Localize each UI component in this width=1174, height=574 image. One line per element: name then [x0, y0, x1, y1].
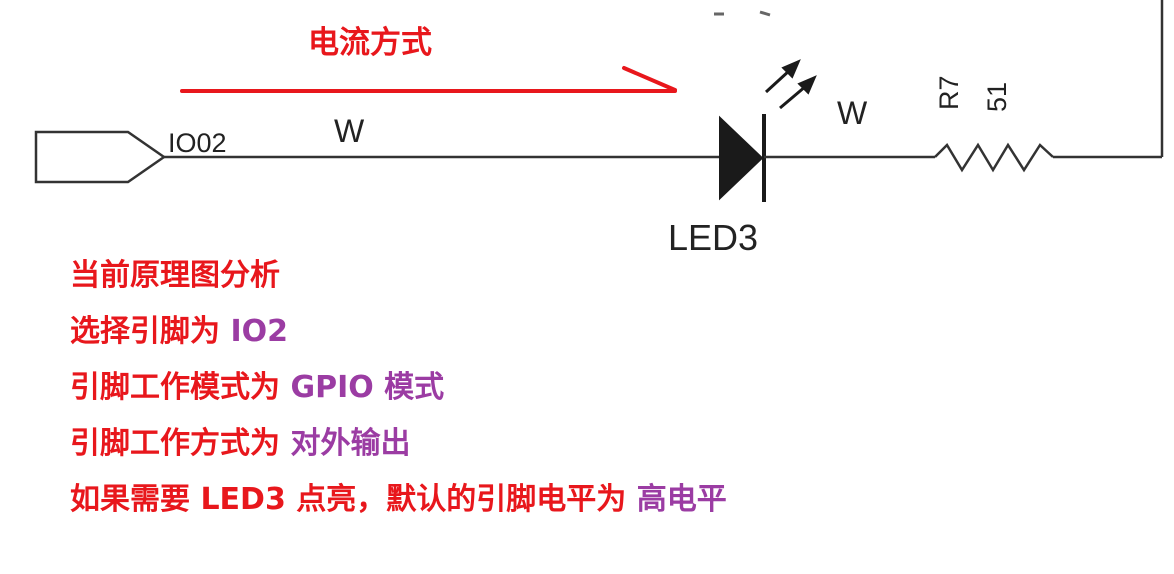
level-value: 高电平 — [636, 482, 727, 517]
wire-label-left: W — [334, 113, 365, 149]
analysis-line-level: 如果需要 LED3 点亮，默认的引脚电平为 高电平 — [70, 482, 727, 518]
pin-value: IO2 — [230, 314, 288, 349]
resistor-symbol — [934, 142, 1054, 173]
analysis-line-pin: 选择引脚为 IO2 — [70, 314, 727, 350]
port-label: IO02 — [168, 128, 227, 158]
cropped-mark-2 — [759, 10, 771, 17]
led-symbol — [719, 115, 764, 201]
led-ref: LED3 — [668, 217, 758, 258]
pin-label: 选择引脚为 — [70, 314, 231, 349]
resistor-value: 51 — [982, 82, 1012, 112]
wire-label-right: W — [837, 95, 868, 131]
light-emission-icon — [764, 59, 817, 110]
direction-value: 对外输出 — [290, 426, 411, 461]
current-direction-label: 电流方式 — [308, 25, 432, 61]
analysis-line-mode: 引脚工作模式为 GPIO 模式 — [70, 370, 727, 406]
analysis-line-title: 当前原理图分析 — [70, 258, 727, 294]
analysis-title-text: 当前原理图分析 — [70, 258, 280, 293]
direction-label: 引脚工作方式为 — [70, 426, 291, 461]
current-arrow-head — [622, 66, 677, 92]
analysis-notes: 当前原理图分析 选择引脚为 IO2 引脚工作模式为 GPIO 模式 引脚工作方式… — [70, 258, 727, 538]
mode-value: GPIO 模式 — [290, 370, 445, 405]
analysis-line-direction: 引脚工作方式为 对外输出 — [70, 426, 727, 462]
mode-label: 引脚工作模式为 — [70, 370, 291, 405]
resistor-ref: R7 — [934, 75, 964, 110]
port-connector — [34, 130, 167, 184]
level-label: 如果需要 LED3 点亮，默认的引脚电平为 — [70, 482, 637, 517]
